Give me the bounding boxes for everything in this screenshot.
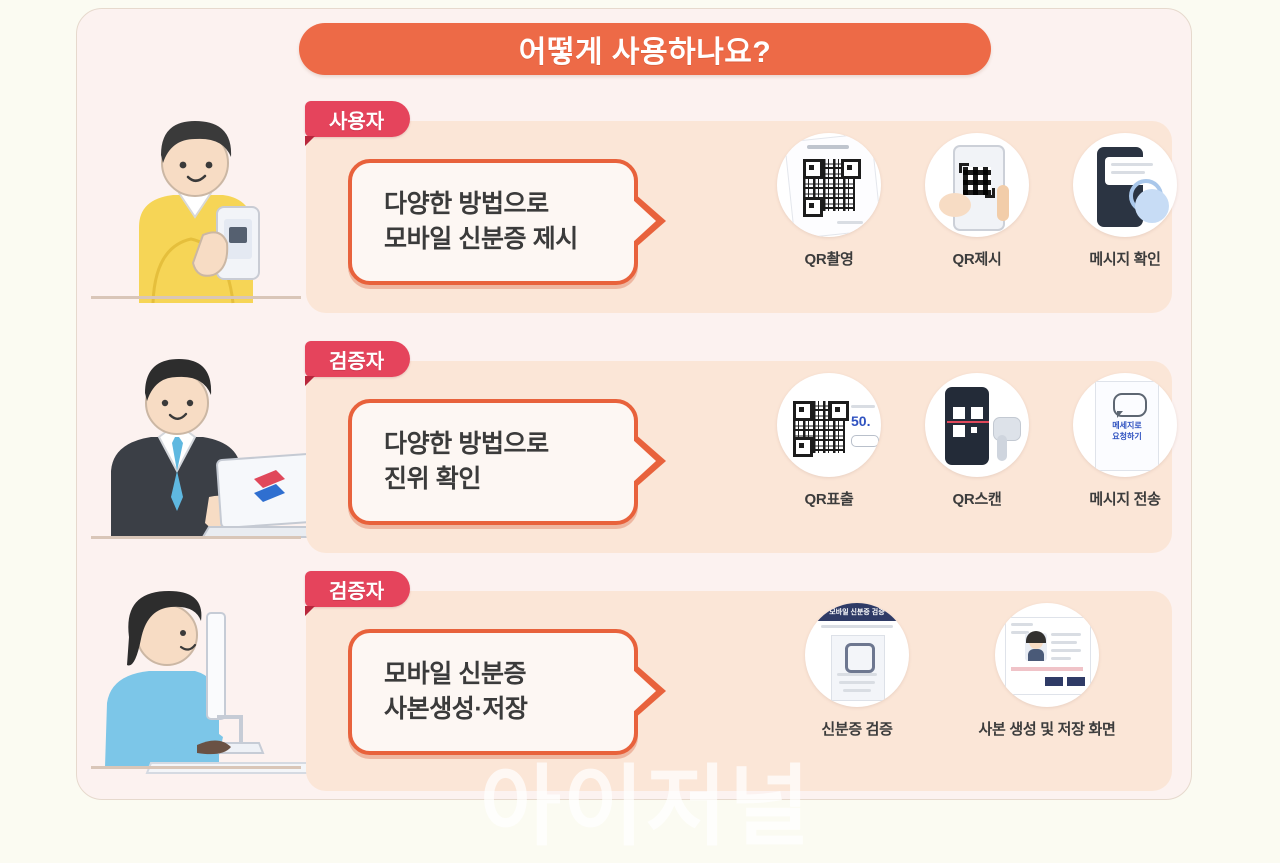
user-figure-svg — [139, 121, 260, 304]
bubble-line-2: 모바일 신분증 제시 — [384, 225, 578, 253]
copy-save-screen-icon — [995, 603, 1099, 707]
verifier-figure-svg — [111, 359, 329, 538]
page-title-text: 어떻게 사용하나요? — [518, 36, 772, 69]
icon-group-copy: 모바일 신분증 검증 신분증 검증 — [782, 603, 1122, 739]
bubble-line-2: 사본생성·저장 — [384, 695, 528, 723]
role-badge-label: 검증자 — [329, 580, 385, 603]
qr-display-icon: 50. — [777, 373, 881, 477]
qr-scan-icon — [925, 373, 1029, 477]
desk-line — [91, 296, 301, 299]
verifier-with-monitor-illustration — [91, 577, 323, 783]
verifier-monitor-figure-svg — [105, 591, 323, 774]
icon-item[interactable]: 사본 생성 및 저장 화면 — [972, 603, 1122, 739]
user-with-phone-illustration — [91, 107, 301, 313]
speech-bubble-user: 다양한 방법으로 모바일 신분증 제시 — [348, 159, 638, 285]
step-row-user: 사용자 다양한 방법으로 모바일 신분증 제시 — [77, 101, 1193, 313]
speech-bubble-verifier: 다양한 방법으로 진위 확인 — [348, 399, 638, 525]
role-badge-label: 사용자 — [329, 110, 385, 133]
id-verification-inner-text: 모바일 신분증 검증 — [829, 609, 885, 616]
bubble-line-1: 다양한 방법으로 — [384, 189, 549, 218]
bubble-line-1: 모바일 신분증 — [384, 659, 527, 688]
message-send-icon: 메세지로 요청하기 — [1073, 373, 1177, 477]
qr-display-counter: 50. — [851, 413, 871, 429]
icon-item[interactable]: 50. QR표출 — [777, 373, 881, 509]
bubble-arrow-inner — [632, 439, 656, 483]
icon-item[interactable]: 메시지 확인 — [1073, 133, 1177, 269]
icon-group-verifier: 50. QR표출 QR스캔 — [777, 373, 1177, 509]
bubble-arrow-inner — [632, 669, 656, 713]
step-panel: 다양한 방법으로 모바일 신분증 제시 — [306, 121, 1172, 313]
icon-label: QR촬영 — [804, 251, 854, 268]
message-confirm-icon — [1073, 133, 1177, 237]
qr-present-icon — [925, 133, 1029, 237]
role-badge-verifier: 검증자 — [305, 571, 411, 616]
qr-capture-icon — [777, 133, 881, 237]
icon-label: 메시지 확인 — [1089, 251, 1161, 268]
role-badge-verifier: 검증자 — [305, 341, 411, 386]
infographic-card: 어떻게 사용하나요? 사용자 — [76, 8, 1192, 800]
bubble-arrow-inner — [632, 199, 656, 243]
icon-label: QR표출 — [804, 491, 854, 508]
icon-item[interactable]: 메세지로 요청하기 메시지 전송 — [1073, 373, 1177, 509]
icon-item[interactable]: 모바일 신분증 검증 신분증 검증 — [782, 603, 932, 739]
id-verification-icon: 모바일 신분증 검증 — [805, 603, 909, 707]
icon-group-user: QR촬영 QR제시 — [777, 133, 1177, 269]
icon-item[interactable]: QR촬영 — [777, 133, 881, 269]
bubble-line-2: 진위 확인 — [384, 465, 481, 493]
icon-item[interactable]: QR제시 — [925, 133, 1029, 269]
speech-bubble-copy: 모바일 신분증 사본생성·저장 — [348, 629, 638, 755]
desk-line — [91, 766, 301, 769]
desk-line — [91, 536, 301, 539]
icon-label: 신분증 검증 — [821, 721, 893, 738]
step-row-verifier-laptop: 검증자 다양한 방법으로 진위 확인 50. Q — [77, 341, 1193, 553]
icon-label: 메시지 전송 — [1089, 491, 1161, 508]
message-send-inner-text: 메세지로 요청하기 — [1112, 421, 1142, 441]
icon-item[interactable]: QR스캔 — [925, 373, 1029, 509]
role-badge-label: 검증자 — [329, 350, 385, 373]
icon-label: 사본 생성 및 저장 화면 — [978, 721, 1116, 738]
verifier-with-laptop-illustration — [91, 347, 329, 553]
role-badge-user: 사용자 — [305, 101, 411, 146]
bubble-line-1: 다양한 방법으로 — [384, 429, 549, 458]
step-row-verifier-monitor: 검증자 모바일 신분증 사본생성·저장 모바일 신분증 검증 — [77, 571, 1193, 791]
icon-label: QR스캔 — [952, 491, 1002, 508]
step-panel: 다양한 방법으로 진위 확인 — [306, 361, 1172, 553]
page-title: 어떻게 사용하나요? — [299, 23, 991, 75]
icon-label: QR제시 — [952, 251, 1002, 268]
